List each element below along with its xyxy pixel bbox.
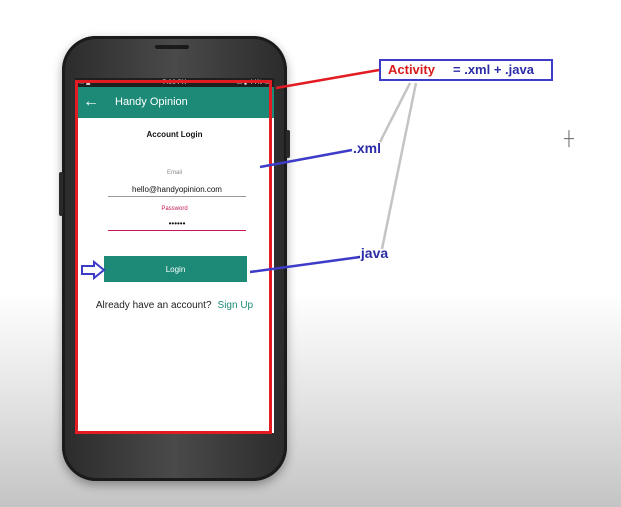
email-label: Email <box>166 170 182 176</box>
xml-annotation: .xml <box>353 140 382 156</box>
phone-volume-button <box>286 130 290 158</box>
java-annotation: .java <box>357 245 389 261</box>
activity-to-java-line <box>380 82 418 250</box>
page-title: Account Login <box>146 130 203 139</box>
activity-formula-box: Activity = .xml + .java <box>379 59 553 81</box>
right-arrow-icon <box>81 259 106 281</box>
app-title: Handy Opinion <box>115 96 188 108</box>
phone-screen: ✉ ▲ ⌁ 7:00 PM ⊡ ▮ 44% ▭ ← Handy Opinion … <box>75 78 274 433</box>
java-pointer-line <box>249 255 361 274</box>
crosshair-cursor-icon: ┼ <box>564 130 574 146</box>
account-prompt: Already have an account? <box>95 300 212 311</box>
activity-formula: = .xml + .java <box>453 62 534 77</box>
app-bar: ← Handy Opinion <box>75 87 274 118</box>
phone-power-button <box>59 172 63 216</box>
activity-to-xml-line <box>378 82 412 143</box>
activity-highlight-frame <box>75 80 272 434</box>
password-field[interactable] <box>108 216 246 231</box>
phone-speaker <box>155 45 189 49</box>
signup-link[interactable]: Sign Up <box>217 300 254 311</box>
email-field[interactable] <box>108 182 246 197</box>
back-arrow-icon[interactable]: ← <box>83 93 99 110</box>
activity-connector-line <box>275 68 380 90</box>
password-label: Password <box>161 206 188 212</box>
signup-row: Already have an account? Sign Up <box>75 300 274 311</box>
xml-pointer-line <box>259 148 353 169</box>
login-button[interactable]: Login <box>104 256 247 282</box>
activity-word: Activity <box>388 62 435 77</box>
